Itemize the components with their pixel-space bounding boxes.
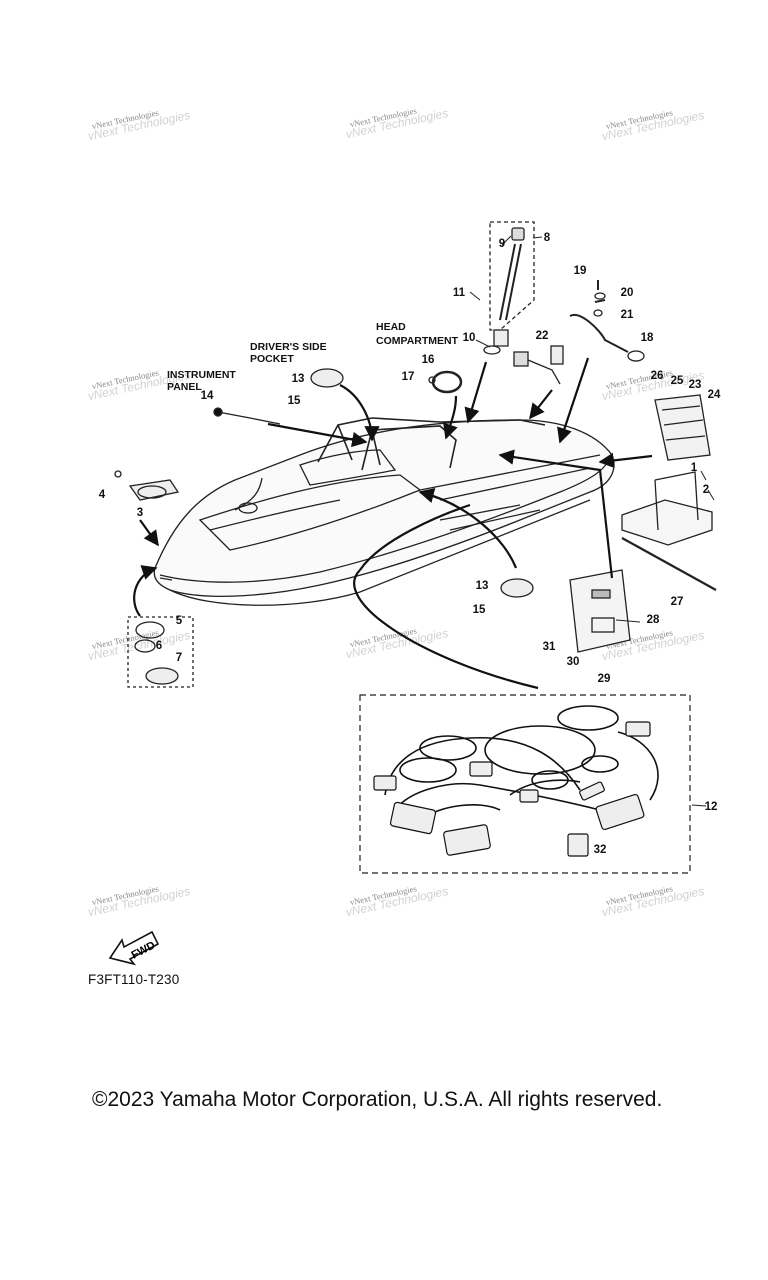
driver-side-pocket-label: POCKET [250, 353, 294, 365]
part-number: 24 [708, 389, 721, 401]
part-number: 9 [499, 238, 505, 250]
part-number: 4 [99, 489, 106, 501]
part-number: 2 [703, 484, 709, 496]
part-number: 12 [705, 801, 718, 813]
part-number: 13 [476, 580, 489, 592]
part-number: 3 [137, 507, 143, 519]
part-number: 17 [402, 371, 415, 383]
instrument-panel-label: PANEL [167, 381, 202, 393]
diagram-code: F3FT110-T230 [88, 972, 180, 987]
part-number: 30 [567, 656, 580, 668]
part-number: 27 [671, 596, 684, 608]
boat-hull [153, 419, 615, 606]
part-number: 26 [651, 370, 664, 382]
leader-arrows [133, 357, 653, 690]
driver-side-pocket-label: DRIVER'S SIDE [250, 341, 327, 353]
head-compartment-label: COMPARTMENT [376, 335, 459, 347]
head-compartment-label: HEAD [376, 321, 406, 333]
part-number: 7 [176, 652, 182, 664]
part-number: 29 [598, 673, 611, 685]
part-number: 21 [621, 309, 634, 321]
part-number: 22 [536, 330, 549, 342]
fwd-arrow-icon: FWD [108, 918, 164, 971]
part-number: 13 [292, 373, 305, 385]
part-number: 28 [647, 614, 660, 626]
part-number: 10 [463, 332, 476, 344]
part-number: 11 [453, 287, 466, 299]
part-number: 5 [176, 615, 183, 627]
part-number: 32 [594, 844, 607, 856]
harness-detail-box [359, 694, 691, 874]
number-leaders [469, 235, 715, 807]
part-number: 15 [473, 604, 486, 616]
part-number: 19 [574, 265, 587, 277]
part-number: 16 [422, 354, 435, 366]
part-number: 8 [544, 232, 551, 244]
part-number: 23 [689, 379, 702, 391]
part-number: 14 [201, 390, 214, 402]
part-number: 25 [671, 375, 684, 387]
part-number: 6 [156, 640, 162, 652]
part-number: 18 [641, 332, 654, 344]
copyright-notice: ©2023 Yamaha Motor Corporation, U.S.A. A… [92, 1088, 663, 1111]
part-number: 15 [288, 395, 301, 407]
part-number: 20 [621, 287, 634, 299]
instrument-panel-label: INSTRUMENT [167, 369, 236, 381]
part-number: 1 [691, 462, 698, 474]
part-number-labels: 1 2 3 4 5 6 7 8 9 10 11 12 13 13 14 15 1… [99, 232, 721, 856]
component-group-top [114, 221, 717, 688]
callout-labels: DRIVER'S SIDE POCKET HEAD COMPARTMENT IN… [167, 321, 459, 393]
part-number: 31 [543, 641, 556, 653]
